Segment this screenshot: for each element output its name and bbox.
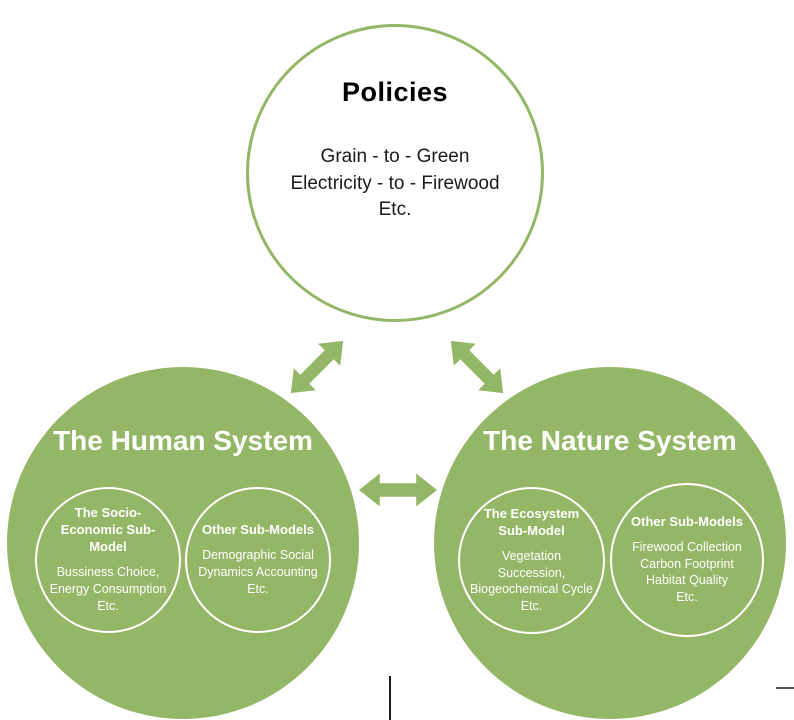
policies-body: Grain - to - Green Electricity - to - Fi… — [290, 146, 500, 221]
double-arrow-policies-nature-icon — [450, 340, 504, 394]
nature-other-submodels-circle: Other Sub-Models Firewood Collection Car… — [610, 483, 764, 637]
socio-economic-submodel-circle: The Socio- Economic Sub-Model Bussiness … — [35, 487, 181, 633]
ecosystem-submodel-circle: The Ecosystem Sub-Model Vegetation Succe… — [458, 487, 605, 634]
human-system-title: The Human System — [53, 425, 313, 456]
human-other-submodels-title: Other Sub-Models — [202, 522, 314, 538]
nature-system-title: The Nature System — [483, 425, 737, 456]
socio-economic-submodel-body: Bussiness Choice, Energy Consumption Etc… — [49, 565, 167, 613]
double-arrow-human-nature-icon — [359, 473, 437, 507]
right-edge-tick — [776, 687, 794, 689]
policies-title: Policies — [341, 77, 449, 107]
nature-other-submodels-body: Firewood Collection Carbon Footprint Hab… — [632, 539, 742, 605]
nature-other-submodels-title: Other Sub-Models — [631, 513, 743, 529]
human-other-submodels-body: Demographic Social Dynamics Accounting E… — [198, 548, 318, 596]
ecosystem-submodel-body: Vegetation Succession, Biogeochemical Cy… — [470, 548, 593, 614]
ecosystem-submodel-title: The Ecosystem Sub-Model — [483, 505, 580, 538]
human-other-submodels-circle: Other Sub-Models Demographic Social Dyna… — [185, 487, 331, 633]
policies-circle: Policies Grain - to - Green Electricity … — [246, 24, 544, 322]
nature-system-circle: The Nature System The Ecosystem Sub-Mode… — [434, 367, 786, 719]
socio-economic-submodel-title: The Socio- Economic Sub-Model — [60, 505, 156, 555]
double-arrow-policies-human-icon — [290, 340, 344, 394]
human-system-circle: The Human System The Socio- Economic Sub… — [7, 367, 359, 719]
text-cursor-line — [389, 676, 391, 720]
